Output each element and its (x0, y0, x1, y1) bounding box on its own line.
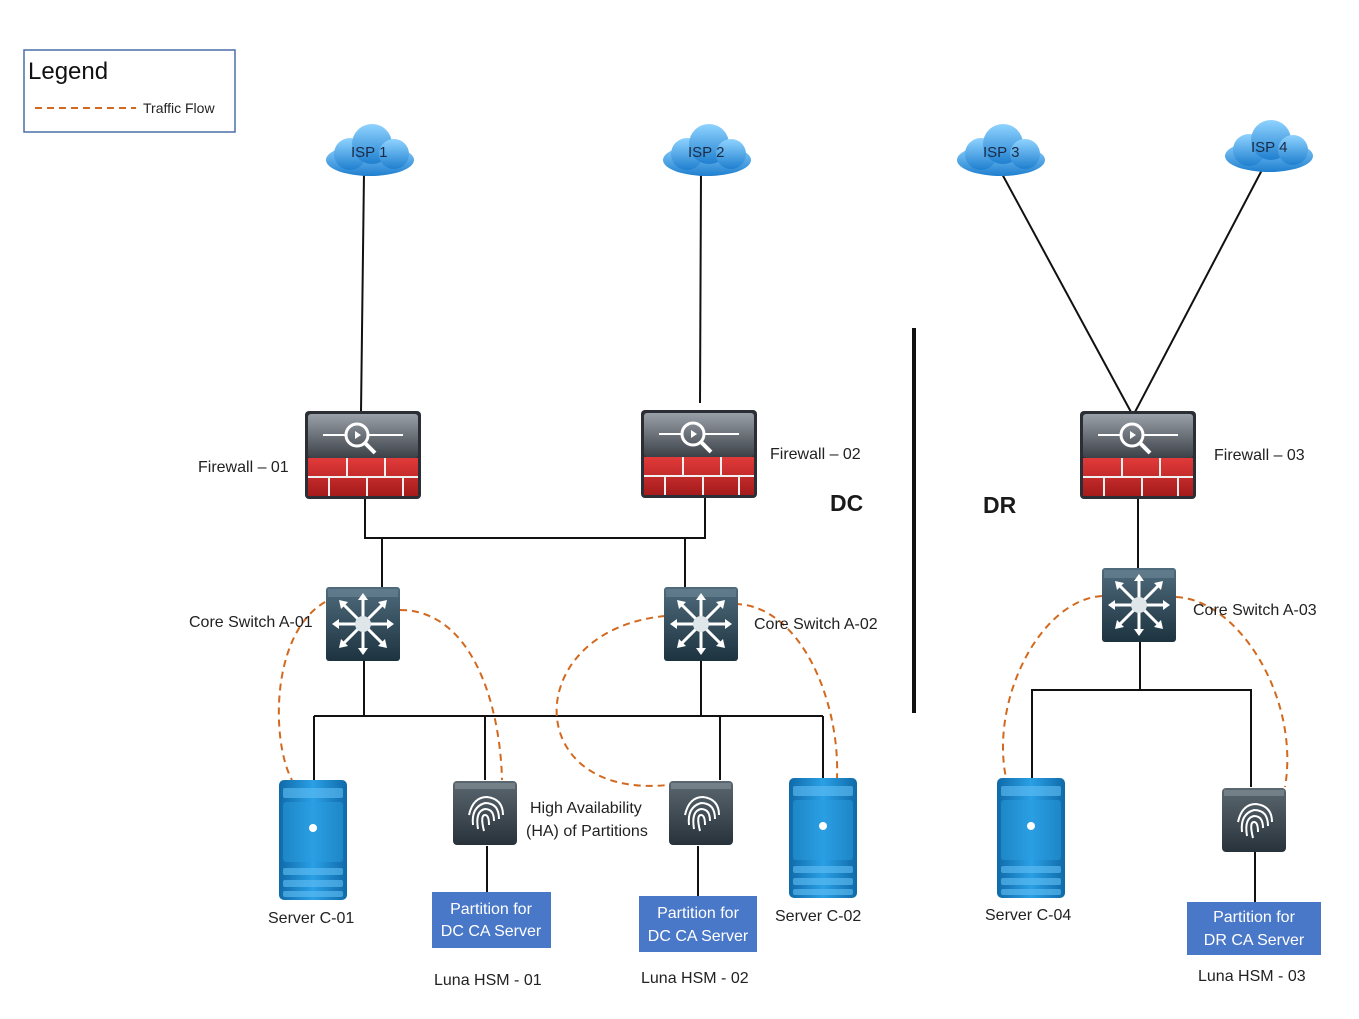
server-icon (789, 778, 857, 898)
server-c-01: Server C-01 (268, 780, 354, 927)
legend-traffic-flow-label: Traffic Flow (143, 100, 215, 116)
traffic-flows (277, 595, 1289, 788)
server-icon (997, 778, 1065, 898)
isp-4-label: ISP 4 (1251, 139, 1287, 156)
partition-1-line-1: Partition for (450, 901, 532, 918)
ha-label-line-1: High Availability (530, 800, 642, 817)
switch-icon (662, 585, 740, 663)
fingerprint-icon (452, 780, 518, 846)
server-c-02-label: Server C-02 (775, 908, 861, 925)
luna-hsm-02-label: Luna HSM - 02 (641, 970, 749, 987)
partition-1-line-2: DC CA Server (441, 923, 542, 940)
isp-3-label: ISP 3 (983, 144, 1019, 161)
luna-hsm-01-label: Luna HSM - 01 (434, 972, 542, 989)
core-switch-a-02: Core Switch A-02 (662, 585, 878, 663)
switch-icon (324, 585, 402, 663)
luna-hsm-03: Partition for DR CA Server Luna HSM - 03 (1187, 787, 1321, 985)
partition-3-line-1: Partition for (1213, 909, 1295, 926)
isp-2-label: ISP 2 (688, 144, 724, 161)
isp-cloud-2: ISP 2 (663, 124, 751, 176)
zone-dc-label: DC (830, 490, 863, 516)
server-c-04: Server C-04 (985, 778, 1071, 924)
server-c-01-label: Server C-01 (268, 910, 354, 927)
isp-cloud-4: ISP 4 (1225, 120, 1313, 172)
firewall-icon (1078, 409, 1198, 501)
core-switch-a-03-label: Core Switch A-03 (1193, 602, 1317, 619)
server-c-02: Server C-02 (775, 778, 861, 925)
firewall-icon (639, 408, 759, 500)
switch-icon (1100, 566, 1178, 644)
firewall-02-label: Firewall – 02 (770, 446, 861, 463)
ha-label-line-2: (HA) of Partitions (526, 823, 648, 840)
partition-box-2 (639, 896, 757, 952)
partition-3-line-2: DR CA Server (1204, 932, 1305, 949)
legend: Legend Traffic Flow (23, 49, 236, 133)
links (313, 167, 1264, 902)
zone-dr-label: DR (983, 492, 1017, 518)
fingerprint-icon (1221, 787, 1287, 853)
firewall-01-label: Firewall – 01 (198, 459, 289, 476)
firewall-03-label: Firewall – 03 (1214, 447, 1305, 464)
partition-2-line-1: Partition for (657, 905, 739, 922)
partition-box-3 (1187, 902, 1321, 955)
server-c-04-label: Server C-04 (985, 907, 1071, 924)
fingerprint-icon (668, 780, 734, 846)
legend-title: Legend (28, 58, 108, 85)
firewall-icon (303, 409, 423, 501)
core-switch-a-03: Core Switch A-03 (1100, 566, 1317, 644)
isp-1-label: ISP 1 (351, 144, 387, 161)
firewall-02: Firewall – 02 (639, 408, 861, 500)
partition-2-line-2: DC CA Server (648, 928, 749, 945)
core-switch-a-02-label: Core Switch A-02 (754, 616, 878, 633)
isp-cloud-1: ISP 1 (326, 124, 414, 176)
core-switch-a-01: Core Switch A-01 (189, 585, 402, 663)
partition-box-1 (432, 892, 551, 948)
firewall-03: Firewall – 03 (1078, 409, 1305, 501)
luna-hsm-03-label: Luna HSM - 03 (1198, 968, 1306, 985)
core-switch-a-01-label: Core Switch A-01 (189, 614, 313, 631)
firewall-01: Firewall – 01 (198, 409, 423, 501)
luna-hsm-02: Partition for DC CA Server Luna HSM - 02 (639, 780, 757, 987)
luna-hsm-01: Partition for DC CA Server Luna HSM - 01 (432, 780, 551, 989)
server-icon (279, 780, 347, 900)
isp-cloud-3: ISP 3 (957, 124, 1045, 176)
